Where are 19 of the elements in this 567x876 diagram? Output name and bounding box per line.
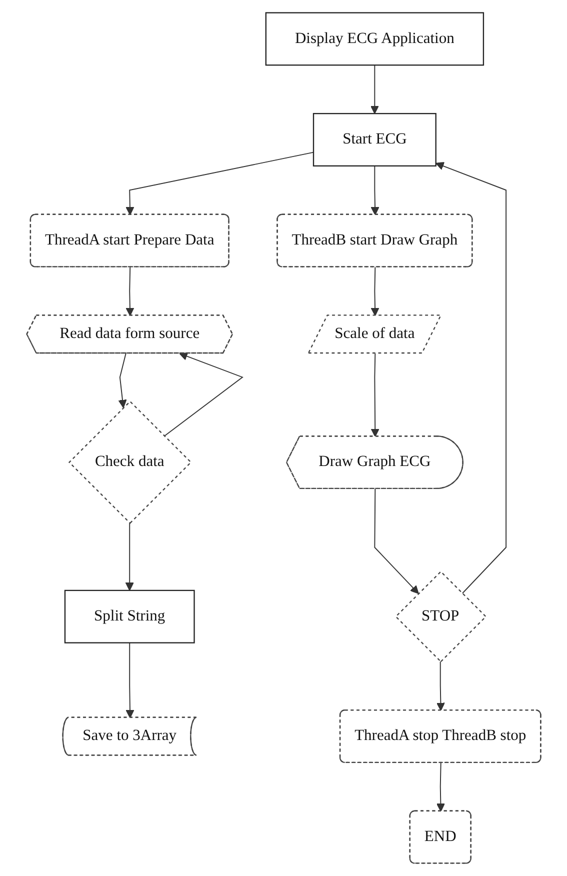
arrow <box>436 661 445 711</box>
arrow <box>370 266 380 316</box>
arrow <box>125 266 134 316</box>
node-diamond: STOP <box>394 570 486 662</box>
node-box: Start ECG <box>312 112 436 166</box>
arrow <box>374 488 419 594</box>
arrow <box>125 642 134 718</box>
node-box: Split String <box>64 590 195 644</box>
arrow <box>125 522 134 591</box>
node-box: Display ECG Application <box>265 12 484 66</box>
arrow <box>370 353 380 437</box>
arrow <box>435 162 506 594</box>
arrow <box>164 352 244 437</box>
arrow <box>436 762 445 812</box>
arrow <box>370 165 380 216</box>
arrow <box>370 64 379 114</box>
arrow <box>118 353 126 408</box>
node-diamond: Check data <box>68 400 192 524</box>
arrow <box>125 152 314 216</box>
